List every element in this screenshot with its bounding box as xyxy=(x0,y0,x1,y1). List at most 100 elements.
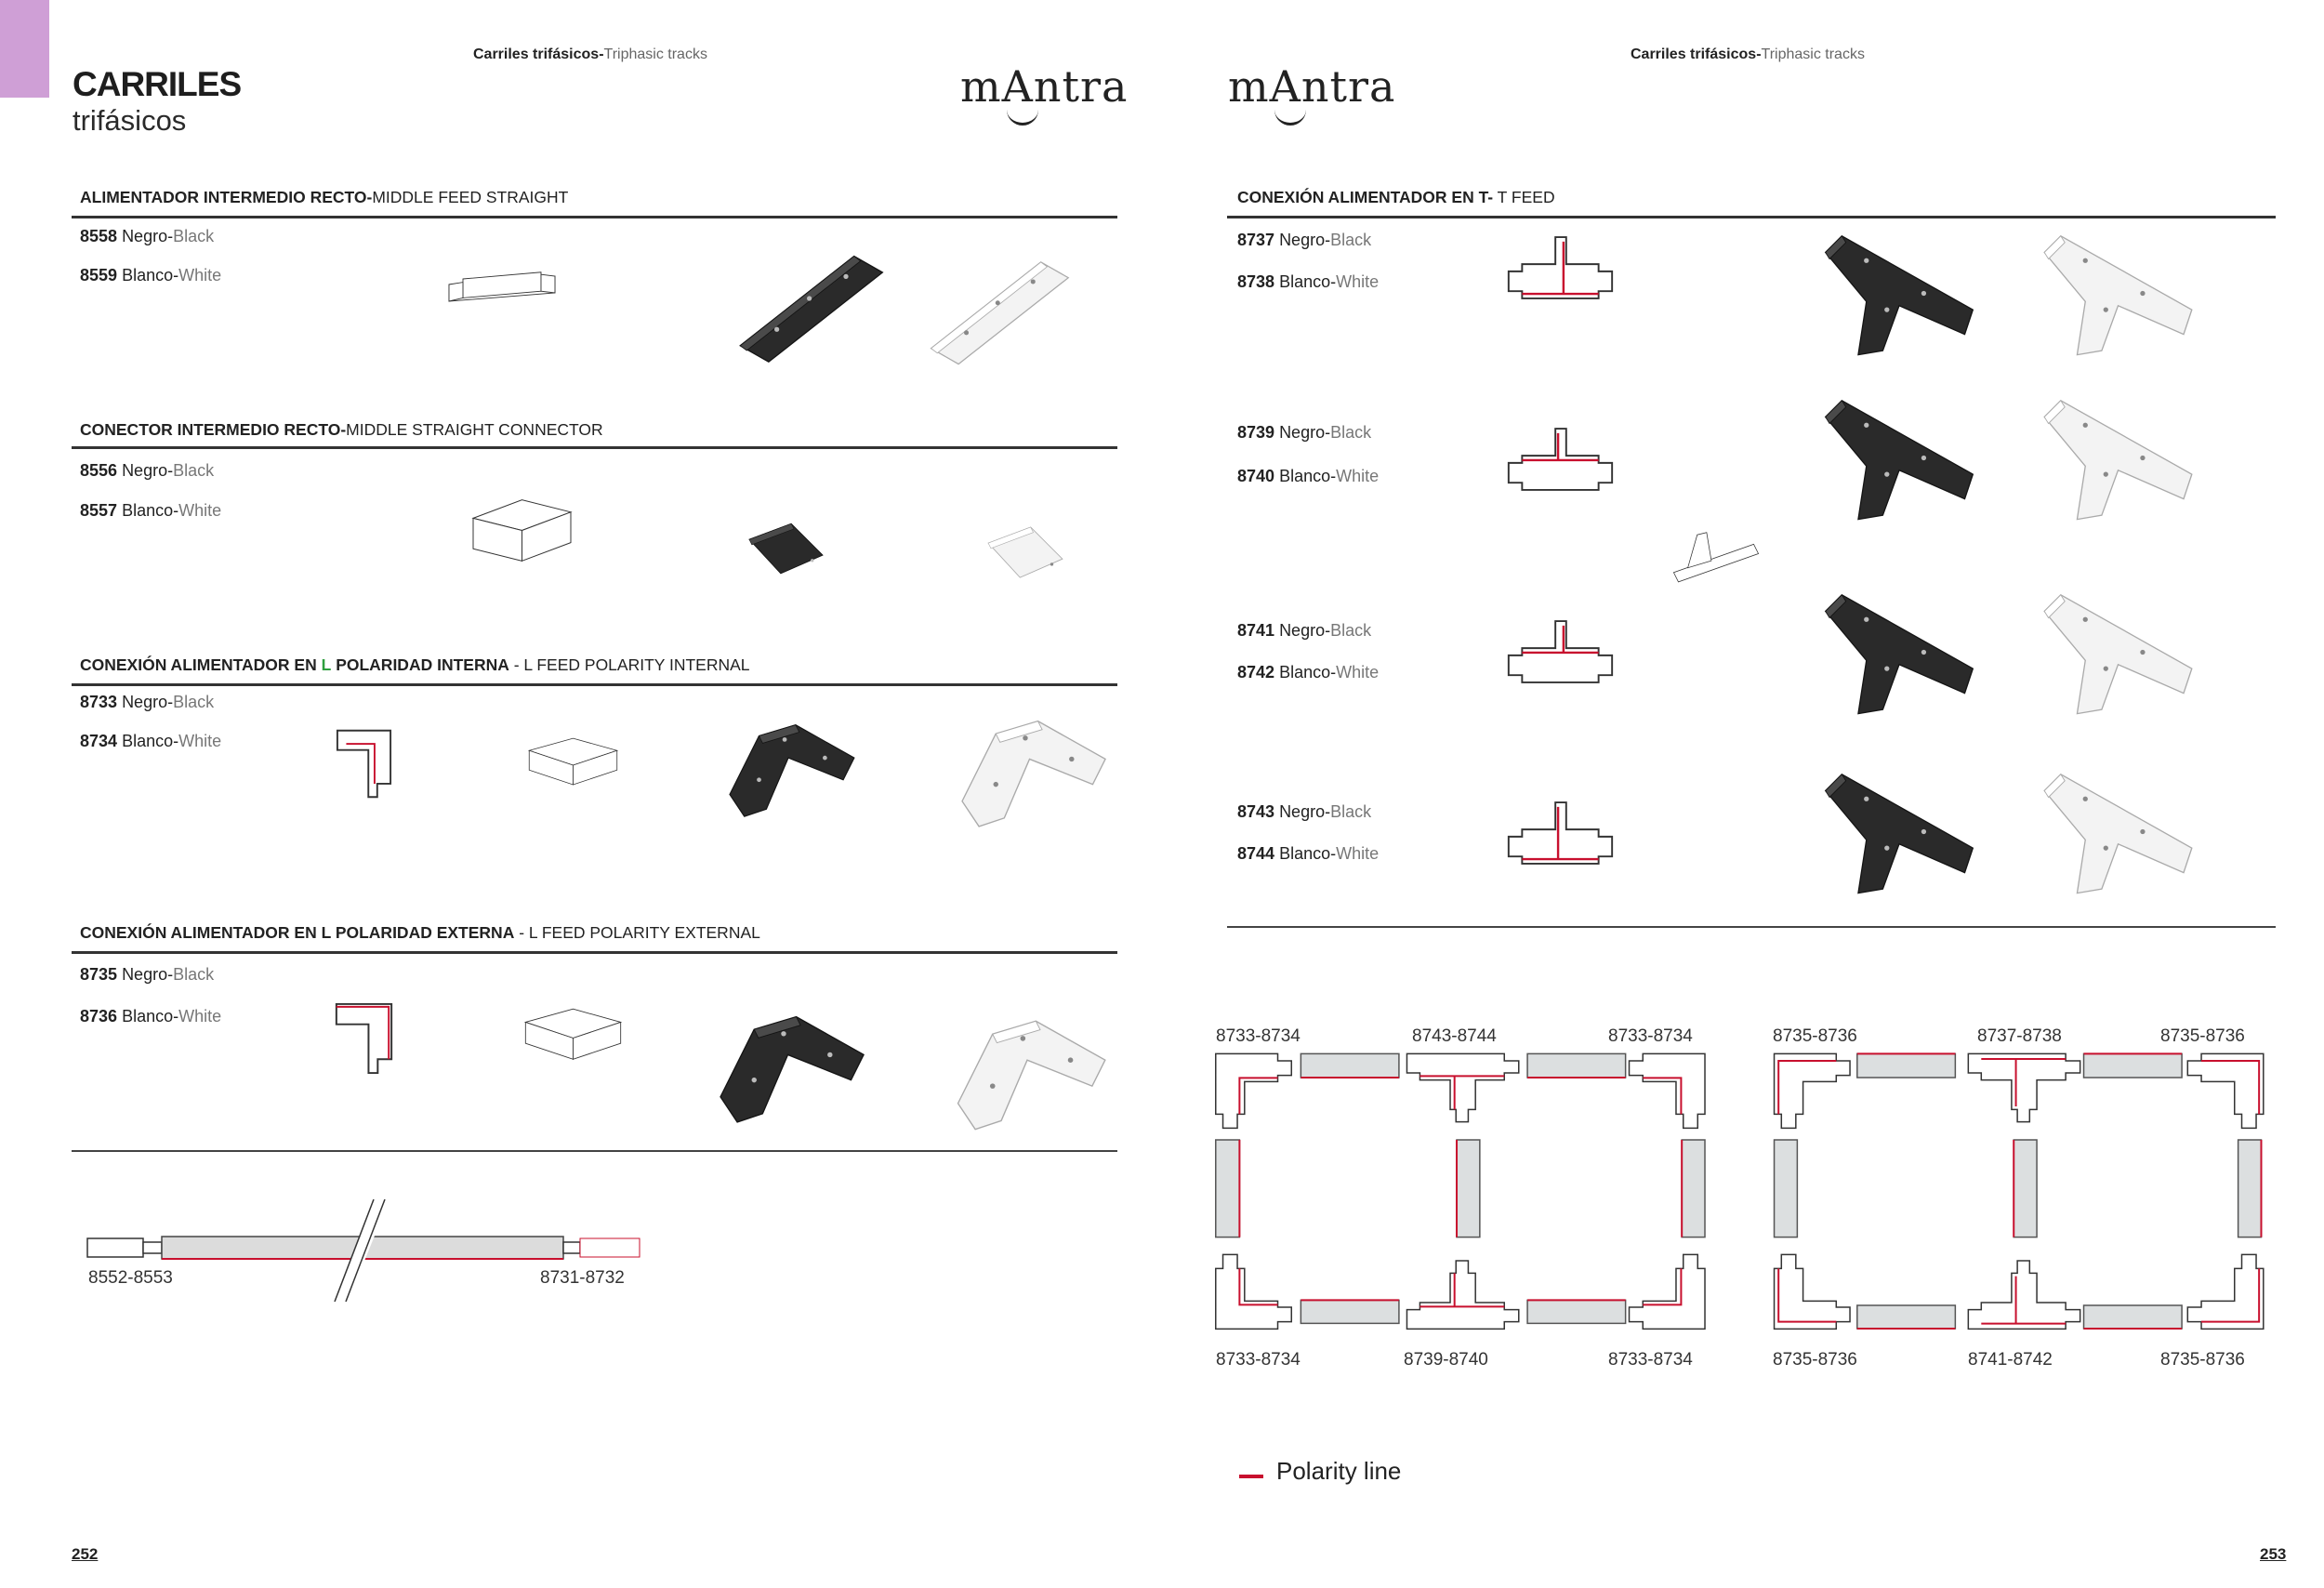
l-piece-diagram xyxy=(1216,1254,1292,1329)
polarity-layout-diagrams xyxy=(1208,1004,2324,1488)
l-piece-diagram xyxy=(1775,1053,1851,1128)
track-bar xyxy=(1527,1300,1626,1323)
product-image-black xyxy=(1824,593,1974,715)
product-image-black xyxy=(729,724,855,817)
section-divider xyxy=(1227,926,2276,928)
section-title-l-feed-internal: CONEXIÓN ALIMENTADOR EN L POLARIDAD INTE… xyxy=(80,655,750,674)
l-piece-diagram xyxy=(1630,1254,1706,1329)
product-image-black xyxy=(1824,399,1974,521)
t-feed-line-drawing xyxy=(1672,532,1760,583)
header-category-en: Triphasic tracks xyxy=(1761,46,1865,62)
product-variant: 8739 Negro-Black xyxy=(1237,423,1372,442)
section-divider xyxy=(72,1150,1117,1152)
l-external-outline-diagram xyxy=(335,1002,393,1075)
l-piece-diagram xyxy=(2187,1254,2264,1329)
layout-label: 8733-8734 xyxy=(1608,1350,1693,1370)
track-label-right: 8731-8732 xyxy=(540,1268,625,1288)
track-bar xyxy=(2014,1140,2037,1237)
product-variant: 8558 Negro-Black xyxy=(80,227,215,245)
track-bar xyxy=(1301,1300,1399,1323)
t-outline-diagram xyxy=(1507,236,1614,299)
layout-label: 8733-8734 xyxy=(1216,1026,1301,1046)
product-image-black xyxy=(1824,773,1974,894)
page-subtitle: trifásicos xyxy=(73,104,187,137)
track-bar xyxy=(2084,1053,2183,1078)
brand-logo-right: mAntra xyxy=(1228,61,1396,126)
track-bar xyxy=(1457,1140,1480,1237)
l-internal-outline-diagram xyxy=(336,729,392,799)
connector-line-drawing xyxy=(471,499,573,562)
section-divider xyxy=(1227,216,2276,218)
t-piece-diagram xyxy=(1406,1261,1518,1329)
page-title: CARRILES xyxy=(73,65,242,103)
running-header-left: Carriles trifásicos-Triphasic tracks xyxy=(473,46,707,63)
header-separator: - xyxy=(1756,46,1762,62)
t-outline-diagram xyxy=(1507,428,1614,491)
product-image-white xyxy=(2043,399,2193,521)
product-image-white xyxy=(961,720,1106,827)
track-bar xyxy=(1857,1053,1956,1078)
product-variant: 8557 Blanco-White xyxy=(80,501,222,520)
product-variant: 8738 Blanco-White xyxy=(1237,272,1380,291)
middle-feed-line-drawing xyxy=(448,271,556,302)
header-category-es: Carriles trifásicos xyxy=(1631,46,1757,62)
layout-label: 8735-8736 xyxy=(1773,1026,1857,1046)
track-bar xyxy=(2238,1140,2262,1237)
layout-label: 8743-8744 xyxy=(1412,1026,1497,1046)
track-bar xyxy=(1301,1053,1399,1078)
track-length-diagram xyxy=(86,1198,640,1303)
product-image-white xyxy=(2043,773,2193,894)
product-image-white xyxy=(2043,234,2193,356)
polarity-legend: Polarity line xyxy=(1239,1457,1401,1486)
product-variant: 8744 Blanco-White xyxy=(1237,844,1380,863)
layout-label: 8735-8736 xyxy=(2160,1026,2245,1046)
product-image-white xyxy=(987,526,1063,578)
product-image-black xyxy=(720,1015,865,1123)
l-piece-diagram xyxy=(1775,1254,1851,1329)
section-title-middle-straight-connector: CONECTOR INTERMEDIO RECTO-MIDDLE STRAIGH… xyxy=(80,420,603,439)
t-piece-diagram xyxy=(1968,1053,2080,1121)
legend-label: Polarity line xyxy=(1276,1457,1402,1485)
t-outline-diagram xyxy=(1507,620,1614,683)
layout-label: 8737-8738 xyxy=(1977,1026,2062,1046)
section-divider xyxy=(72,951,1117,954)
page-number-left: 252 xyxy=(72,1545,99,1563)
track-bar xyxy=(1775,1140,1798,1237)
section-title-middle-feed-straight: ALIMENTADOR INTERMEDIO RECTO-MIDDLE FEED… xyxy=(80,188,569,206)
track-bar xyxy=(1527,1053,1626,1078)
section-divider xyxy=(72,446,1117,449)
running-header-right: Carriles trifásicos-Triphasic tracks xyxy=(1631,46,1865,63)
section-title-t-feed: CONEXIÓN ALIMENTADOR EN T- T FEED xyxy=(1237,188,1555,206)
brand-logo-text: mAntra xyxy=(1228,61,1396,112)
product-variant: 8743 Negro-Black xyxy=(1237,802,1372,821)
layout-label: 8733-8734 xyxy=(1216,1350,1301,1370)
track-bar xyxy=(2084,1305,2183,1329)
product-variant: 8735 Negro-Black xyxy=(80,965,215,984)
polarity-line-swatch xyxy=(1239,1475,1263,1478)
product-image-white xyxy=(957,1020,1106,1131)
page-number-right: 253 xyxy=(2260,1545,2287,1563)
t-piece-diagram xyxy=(1968,1261,2080,1329)
product-variant: 8742 Blanco-White xyxy=(1237,663,1380,682)
track-bar xyxy=(1857,1305,1956,1329)
layout-label: 8739-8740 xyxy=(1404,1350,1488,1370)
t-piece-diagram xyxy=(1406,1053,1518,1121)
section-color-tab xyxy=(0,0,49,98)
track-label-left: 8552-8553 xyxy=(88,1268,173,1288)
product-variant: 8736 Blanco-White xyxy=(80,1007,222,1026)
l-feed-line-drawing xyxy=(527,737,619,786)
section-divider xyxy=(72,683,1117,686)
header-separator: - xyxy=(599,46,604,62)
l-piece-diagram xyxy=(1216,1053,1292,1128)
product-image-white xyxy=(2043,593,2193,715)
brand-logo-text: mAntra xyxy=(960,61,1129,112)
product-variant: 8741 Negro-Black xyxy=(1237,621,1372,640)
product-image-black xyxy=(1824,234,1974,356)
product-variant: 8733 Negro-Black xyxy=(80,693,215,711)
product-variant: 8737 Negro-Black xyxy=(1237,231,1372,249)
section-title-l-feed-external: CONEXIÓN ALIMENTADOR EN L POLARIDAD EXTE… xyxy=(80,923,760,942)
l-piece-diagram xyxy=(2187,1053,2264,1128)
l-feed-line-drawing xyxy=(523,1008,623,1060)
product-variant: 8559 Blanco-White xyxy=(80,266,222,285)
track-bar xyxy=(1682,1140,1705,1237)
